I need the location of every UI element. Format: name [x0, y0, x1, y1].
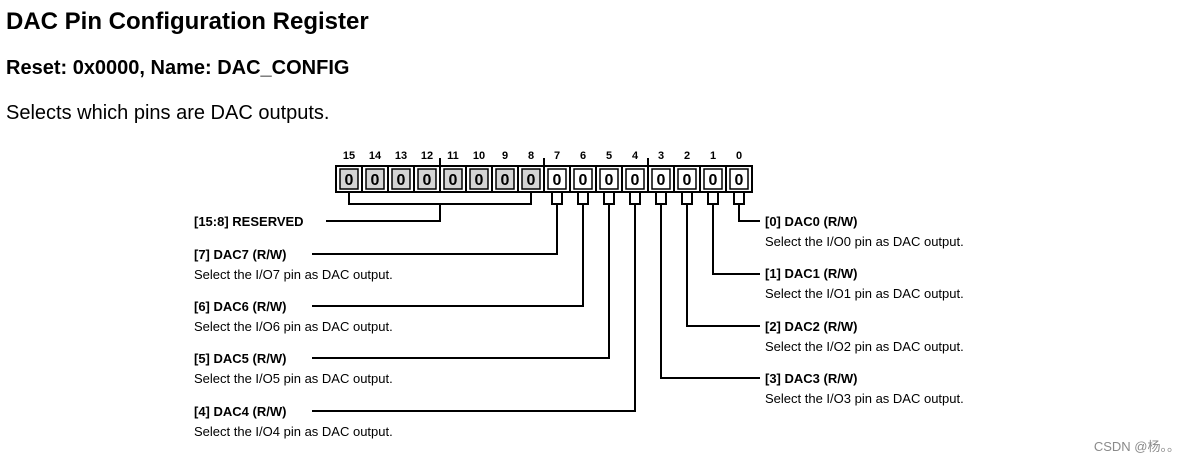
- bit-cell: [417, 168, 437, 190]
- bit-value: 0: [657, 172, 666, 189]
- field-dac2-label: [2] DAC2 (R/W): [765, 319, 858, 334]
- field-dac6: [6] DAC6 (R/W) Select the I/O6 pin as DA…: [194, 297, 393, 337]
- field-dac2-description: Select the I/O2 pin as DAC output.: [765, 339, 964, 354]
- bit-number: 1: [710, 150, 716, 162]
- bit-value: 0: [735, 172, 744, 189]
- bit-number: 4: [632, 150, 639, 162]
- bit-number: 15: [343, 150, 355, 162]
- bit-cell: [547, 168, 567, 190]
- bit-value: 0: [553, 172, 562, 189]
- bit-value: 0: [449, 172, 458, 189]
- field-dac7-description: Select the I/O7 pin as DAC output.: [194, 267, 393, 282]
- bit-number: 0: [736, 150, 742, 162]
- field-dac7-label: [7] DAC7 (R/W): [194, 247, 287, 262]
- bit-cell: [339, 168, 359, 190]
- bit-value: 0: [605, 172, 614, 189]
- field-dac5-label: [5] DAC5 (R/W): [194, 351, 287, 366]
- bit-value: 0: [579, 172, 588, 189]
- field-dac5: [5] DAC5 (R/W) Select the I/O5 pin as DA…: [194, 349, 393, 389]
- bit-number: 10: [473, 150, 485, 162]
- field-dac1-label: [1] DAC1 (R/W): [765, 266, 858, 281]
- field-dac0: [0] DAC0 (R/W) Select the I/O0 pin as DA…: [765, 212, 964, 252]
- register-reset-name: Reset: 0x0000, Name: DAC_CONFIG: [6, 57, 350, 79]
- bit-cell: [469, 168, 489, 190]
- bit-cell: [677, 168, 697, 190]
- bit-value: 0: [475, 172, 484, 189]
- bit-bracket: [655, 192, 667, 205]
- field-dac3: [3] DAC3 (R/W) Select the I/O3 pin as DA…: [765, 369, 964, 409]
- bit-number: 6: [580, 150, 586, 162]
- field-dac6-label: [6] DAC6 (R/W): [194, 299, 287, 314]
- csdn-watermark: CSDN @杨。。: [1093, 439, 1180, 454]
- leader-reserved: [326, 204, 441, 222]
- leader-dac6: [312, 204, 584, 307]
- reserved-bracket: [348, 192, 532, 205]
- bit-cell: [599, 168, 619, 190]
- bit-value: 0: [683, 172, 692, 189]
- bit-value: 0: [709, 172, 718, 189]
- bit-number: 8: [528, 150, 534, 162]
- bit-bracket: [577, 192, 589, 205]
- field-reserved: [15:8] RESERVED: [194, 212, 304, 232]
- field-dac2: [2] DAC2 (R/W) Select the I/O2 pin as DA…: [765, 317, 964, 357]
- field-dac5-description: Select the I/O5 pin as DAC output.: [194, 371, 393, 386]
- leader-dac7: [312, 204, 558, 255]
- bit-bracket: [551, 192, 563, 205]
- bit-bracket: [733, 192, 745, 205]
- field-dac1: [1] DAC1 (R/W) Select the I/O1 pin as DA…: [765, 264, 964, 304]
- bit-number: 13: [395, 150, 407, 162]
- bit-number: 14: [369, 150, 382, 162]
- leader-dac1: [712, 204, 760, 275]
- bit-value: 0: [345, 172, 354, 189]
- field-dac4-label: [4] DAC4 (R/W): [194, 404, 287, 419]
- field-reserved-label: [15:8] RESERVED: [194, 214, 304, 229]
- field-dac4-description: Select the I/O4 pin as DAC output.: [194, 424, 393, 439]
- field-dac0-description: Select the I/O0 pin as DAC output.: [765, 234, 964, 249]
- bit-cell: [443, 168, 463, 190]
- bit-bracket: [681, 192, 693, 205]
- field-dac3-description: Select the I/O3 pin as DAC output.: [765, 391, 964, 406]
- leader-dac4: [312, 204, 636, 412]
- leader-dac3: [660, 204, 760, 379]
- field-dac1-description: Select the I/O1 pin as DAC output.: [765, 286, 964, 301]
- field-dac6-description: Select the I/O6 pin as DAC output.: [194, 319, 393, 334]
- bit-value: 0: [631, 172, 640, 189]
- bit-cell: [495, 168, 515, 190]
- bit-bracket: [707, 192, 719, 205]
- bit-value: 0: [501, 172, 510, 189]
- bit-value: 0: [397, 172, 406, 189]
- bit-cell: [365, 168, 385, 190]
- leader-dac2: [686, 204, 760, 327]
- leader-dac5: [312, 204, 610, 359]
- bit-value: 0: [527, 172, 536, 189]
- bit-number: 5: [606, 150, 612, 162]
- bit-number: 7: [554, 150, 560, 162]
- field-dac4: [4] DAC4 (R/W) Select the I/O4 pin as DA…: [194, 402, 393, 442]
- field-dac3-label: [3] DAC3 (R/W): [765, 371, 858, 386]
- bit-value: 0: [423, 172, 432, 189]
- bit-cell: [651, 168, 671, 190]
- bit-cell: [573, 168, 593, 190]
- leader-dac0: [738, 204, 760, 222]
- bit-value: 0: [371, 172, 380, 189]
- bit-bracket: [629, 192, 641, 205]
- bit-number: 9: [502, 150, 508, 162]
- bit-bracket: [603, 192, 615, 205]
- field-dac0-label: [0] DAC0 (R/W): [765, 214, 858, 229]
- bit-number: 12: [421, 150, 433, 162]
- bit-cell: [729, 168, 749, 190]
- bit-cell: [391, 168, 411, 190]
- register-description: Selects which pins are DAC outputs.: [6, 102, 330, 124]
- page-title: DAC Pin Configuration Register: [6, 8, 369, 35]
- bit-cell: [521, 168, 541, 190]
- bit-number: 2: [684, 150, 690, 162]
- field-dac7: [7] DAC7 (R/W) Select the I/O7 pin as DA…: [194, 245, 393, 285]
- bit-number: 11: [447, 150, 459, 162]
- bit-cell: [625, 168, 645, 190]
- bit-number: 3: [658, 150, 664, 162]
- bit-cell: [703, 168, 723, 190]
